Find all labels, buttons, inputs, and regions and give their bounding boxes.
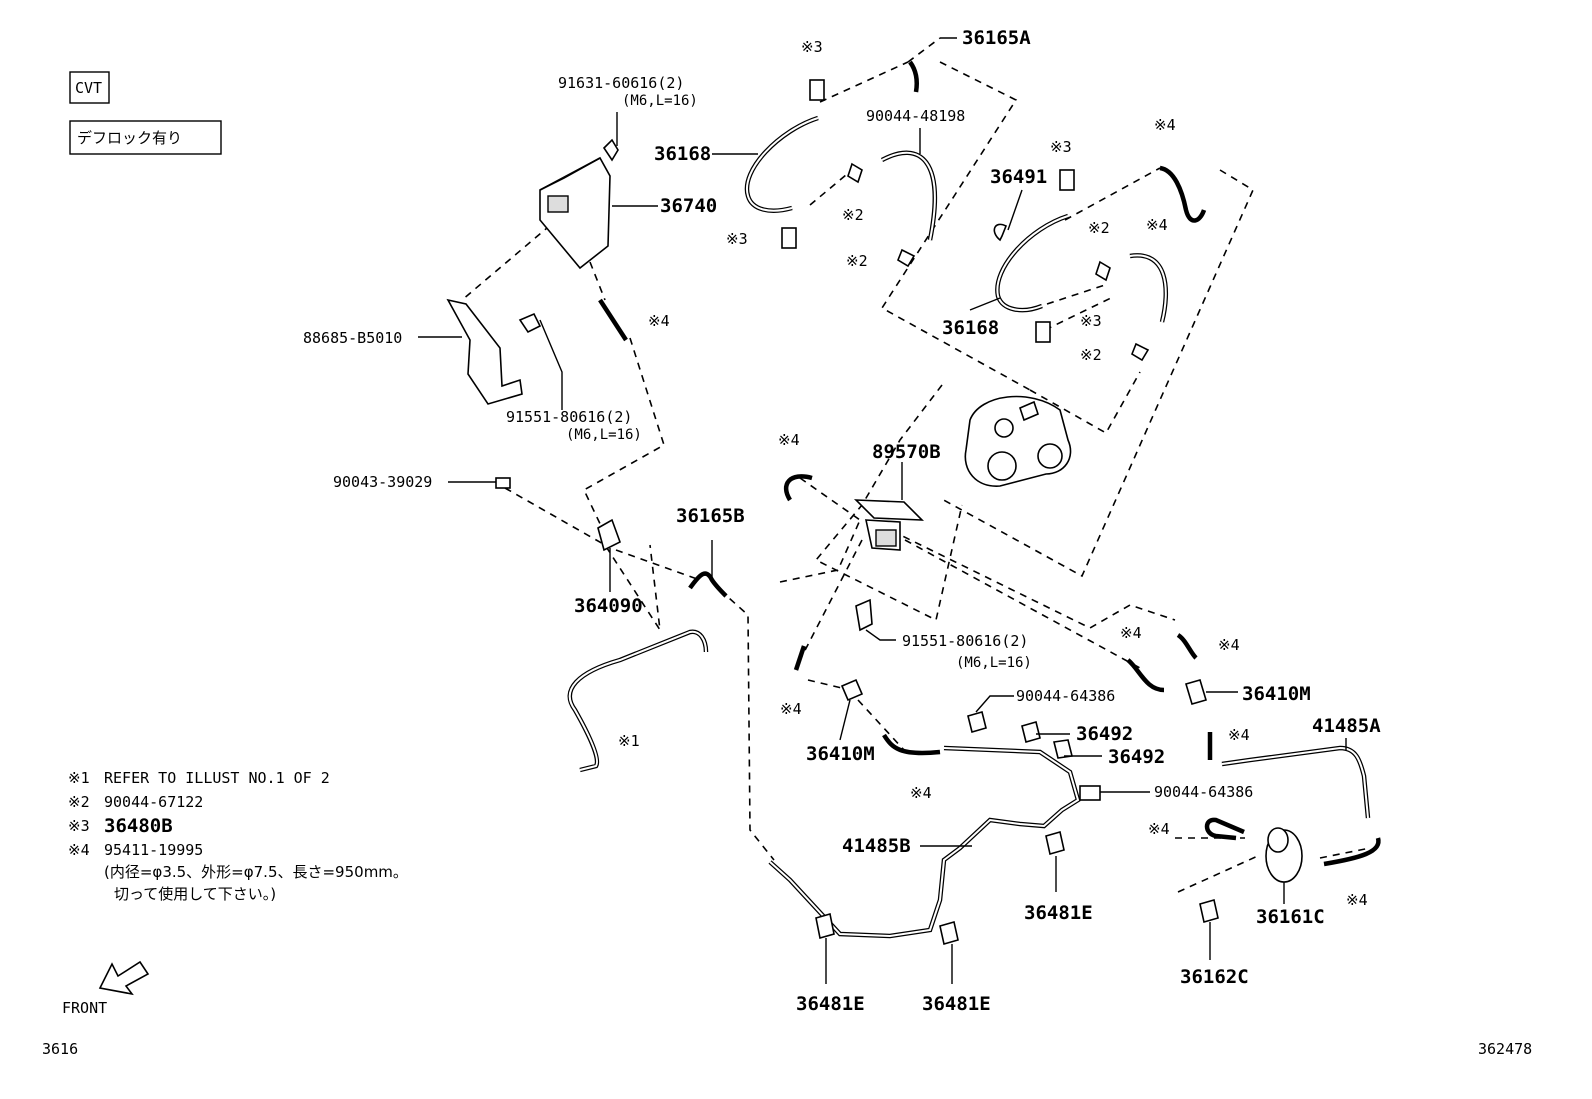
label-36492-lower: 36492 [1108,746,1165,768]
front-label: FRONT [62,999,107,1017]
note-3-mark: ※3 [68,817,90,835]
note-2-text: 90044-67122 [104,793,203,811]
pipes [567,60,1381,939]
bolt-91551 [855,598,873,632]
ref-2-b: ※2 [846,252,868,270]
label-88685: 88685-B5010 [303,329,402,347]
note-1-text: REFER TO ILLUST NO.1 OF 2 [104,769,330,787]
joint-36410m-left [840,678,864,702]
ref-4-i: ※4 [910,784,932,802]
page-number-right: 362478 [1478,1040,1532,1058]
label-36481e-right: 36481E [1024,902,1093,924]
label-89570b: 89570B [872,441,941,463]
note-4-line2: (内径=φ3.5、外形=φ7.5、長さ=950mm。 [104,863,408,881]
label-91631-spec: (M6,L=16) [622,93,698,109]
vacuum-tank-36740 [539,138,619,270]
label-36162c: 36162C [1180,966,1249,988]
ref-3-b: ※3 [726,230,748,248]
joint-364090 [597,518,621,552]
note-2-mark: ※2 [68,793,90,811]
ref-4-g: ※4 [780,700,802,718]
ref-4-h: ※4 [1228,726,1250,744]
label-36410m-right: 36410M [1242,683,1311,705]
label-90043: 90043-39029 [333,473,432,491]
ref-1: ※1 [618,732,640,750]
label-91551a-spec: (M6,L=16) [566,427,642,443]
ring-36491 [993,223,1008,242]
reference-marks: ※3 ※3 ※2 ※2 ※4 ※3 ※4 ※2 ※4 ※3 ※2 ※4 ※4 ※… [618,38,1368,909]
label-36481e-mid: 36481E [922,993,991,1015]
callout-labels: 91631-60616(2) (M6,L=16) 36740 88685-B50… [303,27,1381,1015]
valve-36162c [1199,898,1219,924]
leader-lines [418,37,1347,984]
note-4-mark: ※4 [68,841,90,859]
diff-lock-badge-box [69,120,222,155]
label-36165b: 36165B [676,505,745,527]
ref-2-d: ※2 [1080,346,1102,364]
label-91551b: 91551-80616(2) [902,632,1028,650]
label-91551a: 91551-80616(2) [506,408,632,426]
label-90044-64386-lower: 90044-64386 [1154,783,1253,801]
label-36410m-left: 36410M [806,743,875,765]
label-36161c: 36161C [1256,906,1325,928]
label-36168-upper: 36168 [654,143,711,165]
ref-2-c: ※2 [1088,219,1110,237]
assembly-guides [461,37,1371,893]
joint-36410m-right [1185,679,1207,705]
ref-3-a: ※3 [801,38,823,56]
ref-4-e: ※4 [1120,624,1142,642]
label-41485a: 41485A [1312,715,1381,737]
ref-4-f: ※4 [1218,636,1240,654]
label-41485b: 41485B [842,835,911,857]
label-36492-upper: 36492 [1076,723,1133,745]
diff-lock-badge: デフロック有り [77,129,182,147]
page-number-left: 3616 [42,1040,78,1058]
label-36491: 36491 [990,166,1047,188]
note-1-mark: ※1 [68,769,90,787]
label-91631: 91631-60616(2) [558,74,684,92]
label-90044-48198: 90044-48198 [866,107,965,125]
ref-2-a: ※2 [842,206,864,224]
clamps [815,711,1101,946]
actuator-housing [964,395,1072,487]
switch-89570b [853,499,925,551]
note-4-line3: 切って使用して下さい。) [114,885,276,903]
bracket-88685 [446,298,542,405]
label-91551b-spec: (M6,L=16) [956,655,1032,671]
plug-90043 [495,477,511,489]
ref-4-c: ※4 [1146,216,1168,234]
label-36165a: 36165A [962,27,1031,49]
ref-4-b: ※4 [1154,116,1176,134]
label-90044-64386-upper: 90044-64386 [1016,687,1115,705]
ref-3-c: ※3 [1050,138,1072,156]
notes-block: ※1 REFER TO ILLUST NO.1 OF 2 ※2 90044-67… [68,769,408,903]
clip-icon-group [781,79,1150,362]
canister-36161c [1265,827,1303,883]
ref-4-d: ※4 [778,431,800,449]
label-36481e-left: 36481E [796,993,865,1015]
ref-4-a: ※4 [648,312,670,330]
ref-4-k: ※4 [1346,891,1368,909]
cvt-badge: CVT [75,79,102,97]
ref-3-d: ※3 [1080,312,1102,330]
front-arrow-icon [98,960,150,996]
label-36740: 36740 [660,195,717,217]
note-4-text: 95411-19995 [104,841,203,859]
label-364090: 364090 [574,595,643,617]
note-3-text: 36480B [104,815,173,837]
ref-4-j: ※4 [1148,820,1170,838]
cvt-badge-box [69,71,110,104]
label-36168-lower: 36168 [942,317,999,339]
